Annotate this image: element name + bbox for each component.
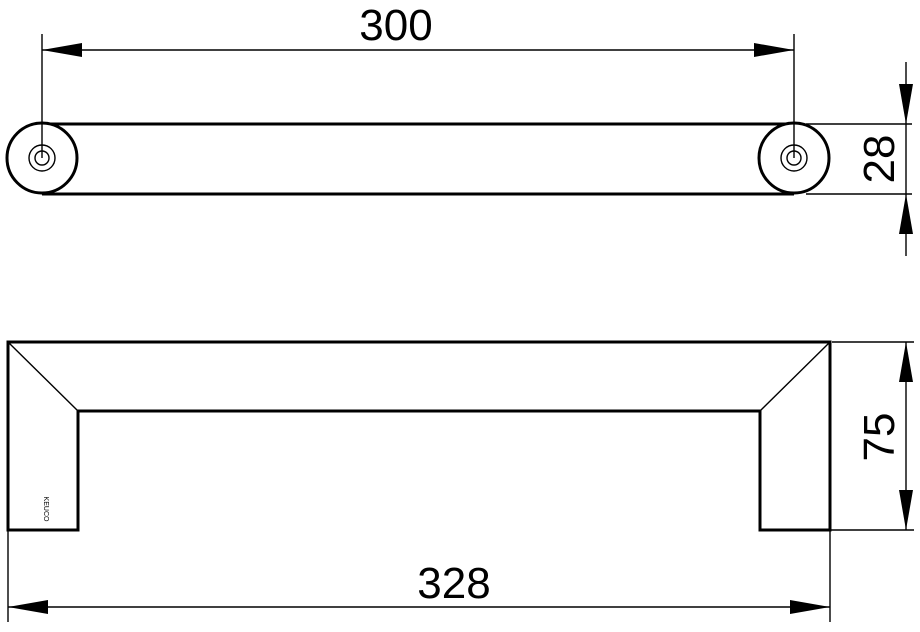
left-bevel-line: [7, 341, 79, 412]
top-view: 300 28: [5, 1, 913, 256]
dimension-top-height-label: 28: [855, 135, 904, 184]
dimension-front-length-label: 328: [417, 559, 490, 608]
front-view: KEUCO 75 328: [6, 340, 914, 622]
right-bevel-line: [759, 341, 831, 412]
front-view-handle-outline: [6, 340, 832, 532]
dimension-top-height: 28: [806, 62, 913, 256]
brand-mark: KEUCO: [42, 497, 49, 522]
dimension-front-height-label: 75: [855, 413, 904, 462]
dimension-top-length-label: 300: [359, 1, 432, 50]
dimension-front-height: 75: [762, 341, 914, 531]
dimension-front-length: 328: [7, 530, 831, 622]
dimension-top-length: 300: [41, 1, 795, 158]
